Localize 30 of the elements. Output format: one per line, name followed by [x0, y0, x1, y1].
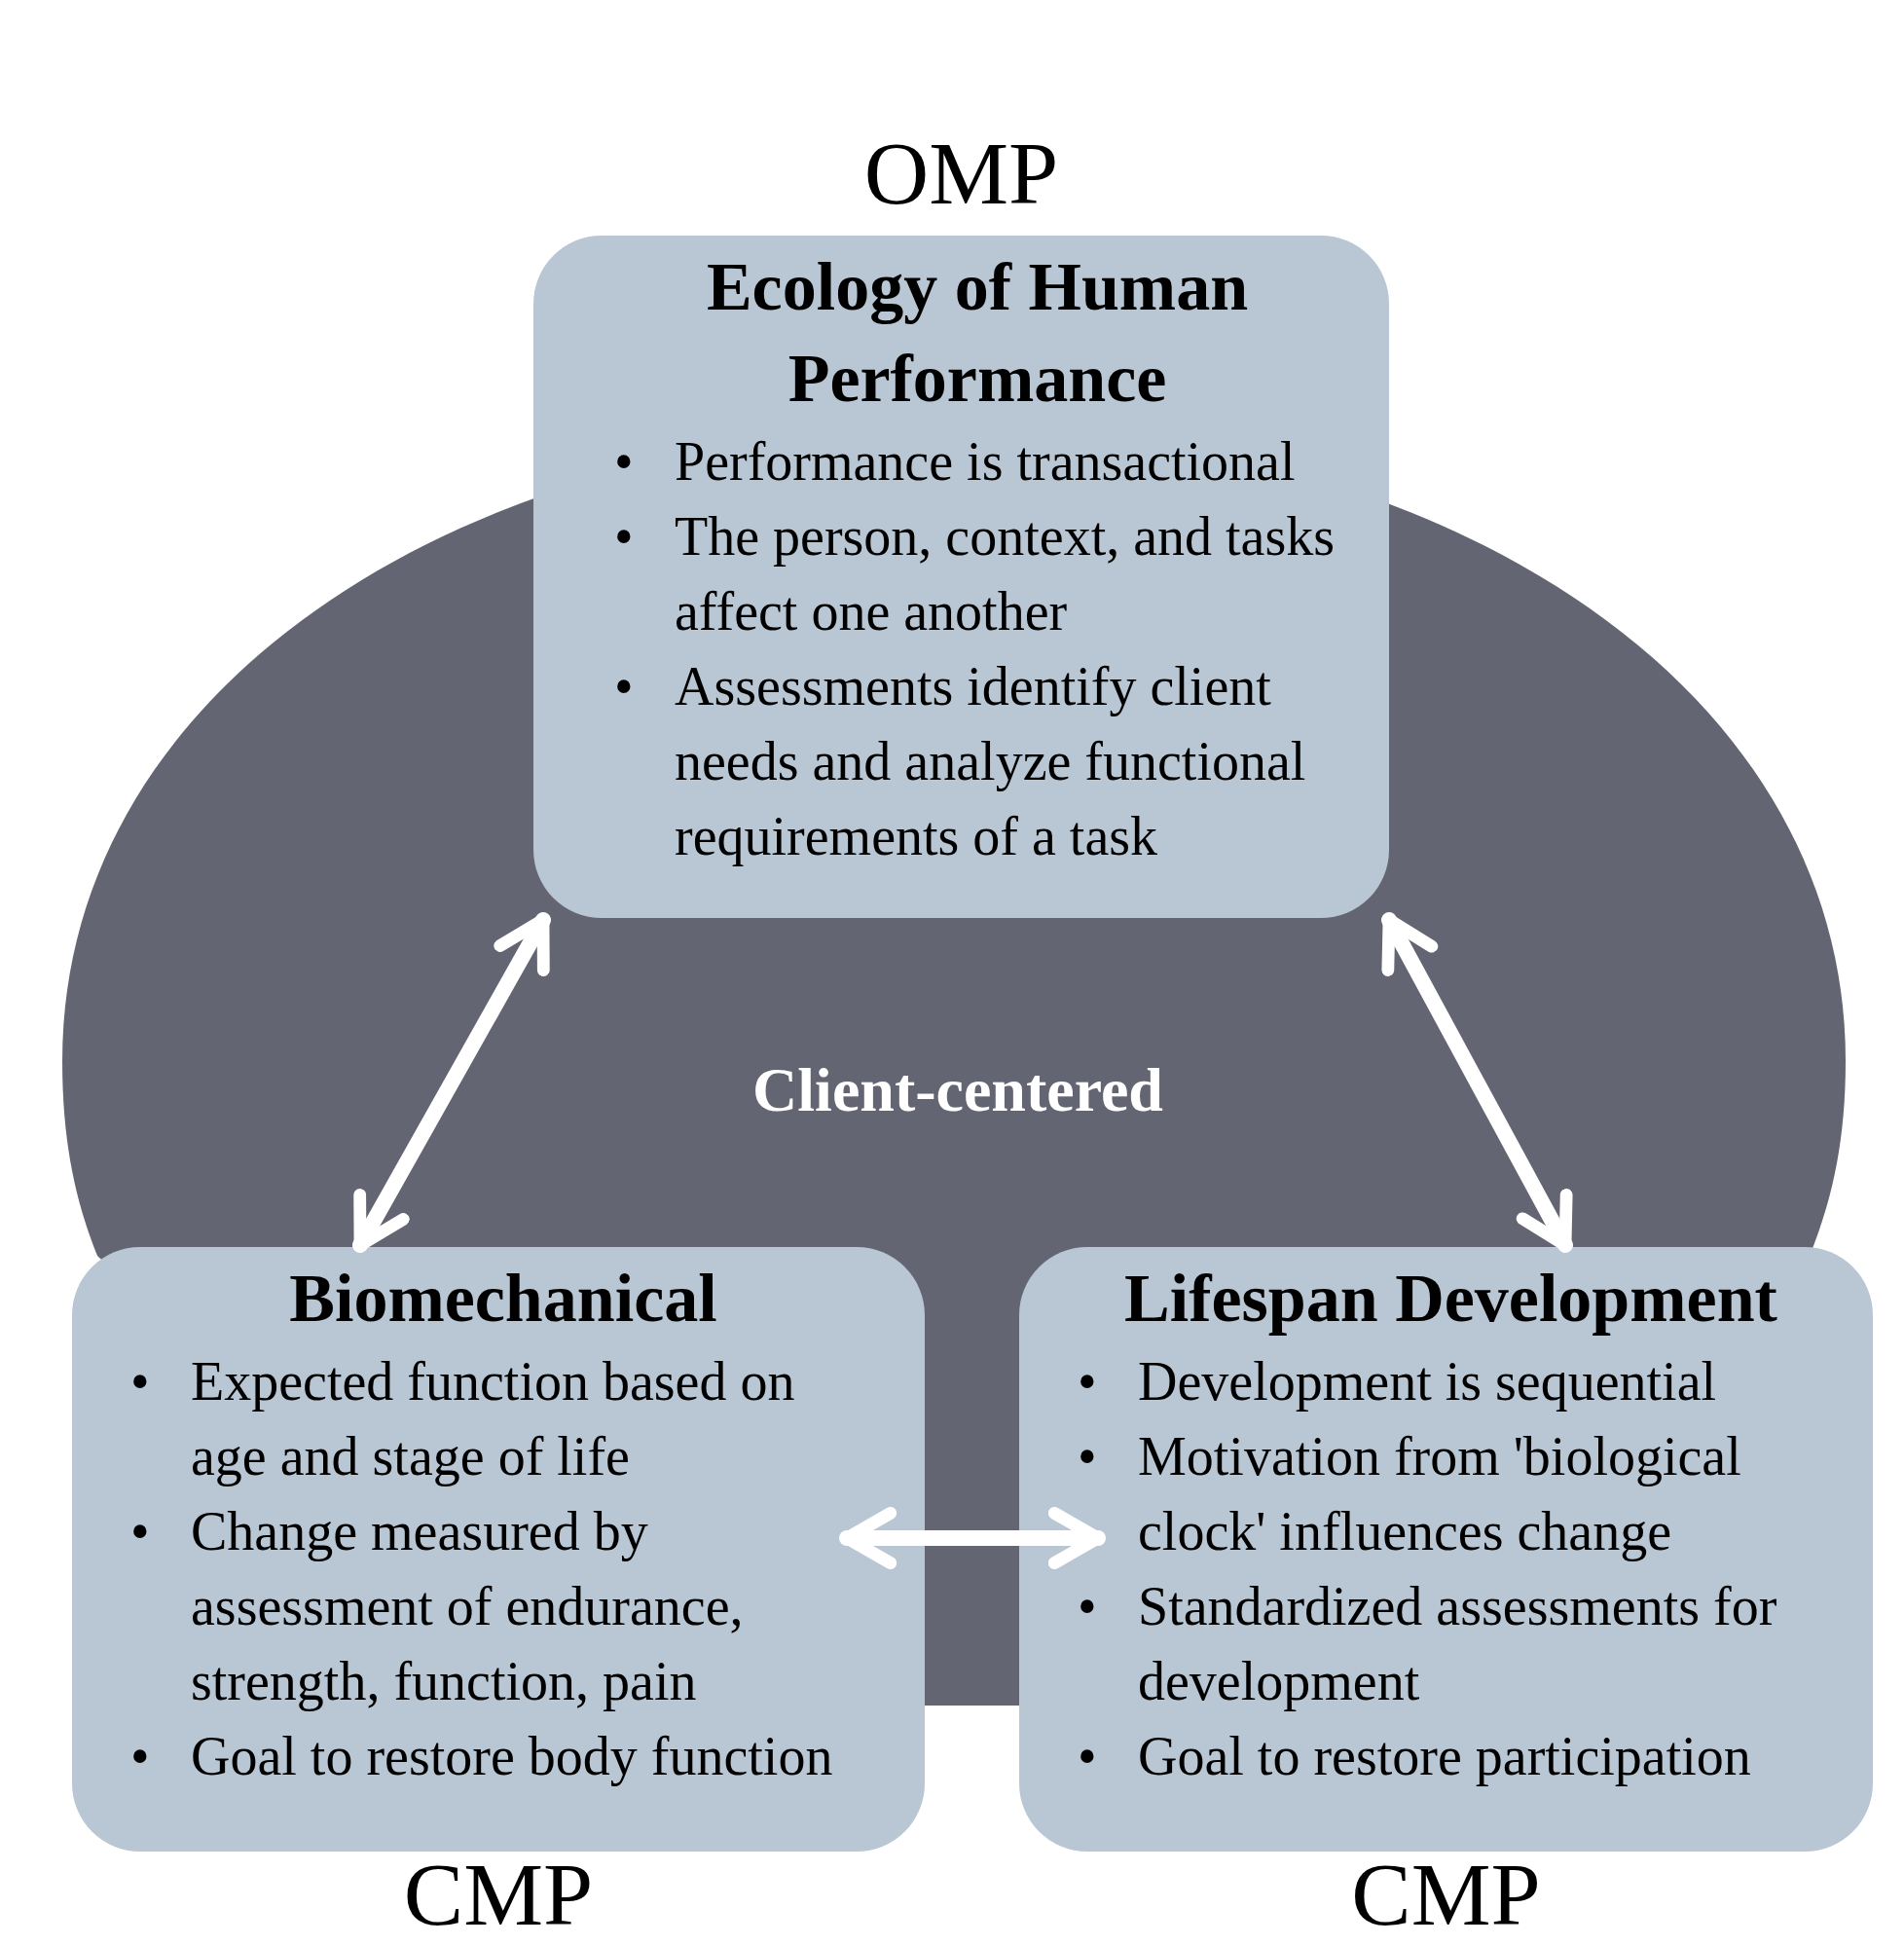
- bullet-text: Standardized assessments for development: [1138, 1575, 1778, 1713]
- bullet-text: Assessments identify client needs and analyze functional requirements of a task: [675, 655, 1307, 868]
- double-arrow: [1381, 912, 1573, 1253]
- bullet-marker: •: [130, 1350, 151, 1413]
- level-label: OMP: [863, 127, 1059, 220]
- bullet-text: Expected function based on age and stage of life: [191, 1350, 796, 1488]
- bullet-text: The person, context, and tasks affect one another: [675, 505, 1336, 643]
- bullet-marker: •: [614, 655, 635, 718]
- bullet-text: Development is sequential: [1138, 1350, 1718, 1413]
- bullet-marker: •: [614, 430, 635, 494]
- double-arrow: [352, 912, 551, 1253]
- bullet-marker: •: [130, 1725, 151, 1788]
- bullet-marker: •: [130, 1500, 151, 1563]
- double-arrow: [839, 1507, 1106, 1569]
- bullet-text: Performance is transactional: [675, 430, 1297, 494]
- center-label: Client-centered: [751, 1054, 1164, 1126]
- bullet-marker: •: [1078, 1425, 1098, 1488]
- bullet-marker: •: [614, 505, 635, 569]
- bullet-text: Change measured by assessment of endurance, strength, function, pain: [191, 1500, 745, 1713]
- level-label: CMP: [1351, 1848, 1541, 1941]
- bullet-marker: •: [1078, 1350, 1098, 1413]
- bullet-marker: •: [1078, 1575, 1098, 1638]
- bullet-text: Goal to restore body function: [191, 1725, 834, 1788]
- bullet-marker: •: [1078, 1725, 1098, 1788]
- box-heading: Ecology of Human Performance: [705, 248, 1250, 418]
- bullet-text: Motivation from 'biological clock' influences change: [1138, 1425, 1742, 1563]
- box-heading: Lifespan Development: [1123, 1260, 1778, 1338]
- bullet-text: Goal to restore participation: [1138, 1725, 1752, 1788]
- box-heading: Biomechanical: [288, 1260, 718, 1338]
- level-label: CMP: [403, 1848, 594, 1941]
